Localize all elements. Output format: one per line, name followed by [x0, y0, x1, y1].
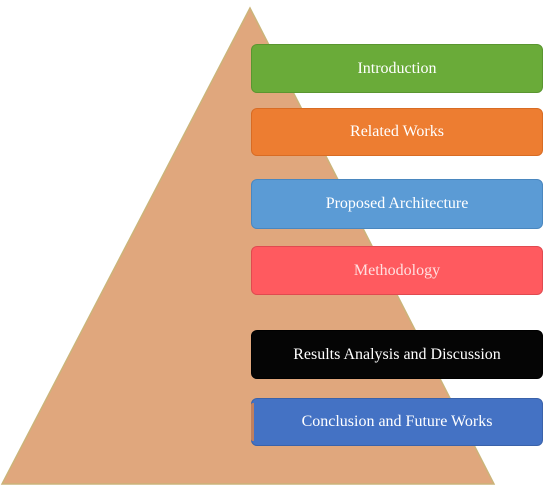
- layer-results-analysis: Results Analysis and Discussion: [251, 330, 543, 379]
- layer-label: Conclusion and Future Works: [301, 413, 493, 430]
- layer-label: Proposed Architecture: [325, 195, 469, 212]
- layer-proposed-architecture: Proposed Architecture: [251, 179, 543, 229]
- layer-introduction: Introduction: [251, 44, 543, 93]
- layer-label: Results Analysis and Discussion: [293, 345, 501, 363]
- layer-methodology: Methodology: [251, 246, 543, 295]
- layer-conclusion: Conclusion and Future Works: [251, 398, 543, 446]
- layer-label: Related Works: [350, 123, 444, 140]
- layer-label: Introduction: [357, 59, 437, 77]
- layer-related-works: Related Works: [251, 108, 543, 156]
- layer-label: Methodology: [353, 261, 441, 279]
